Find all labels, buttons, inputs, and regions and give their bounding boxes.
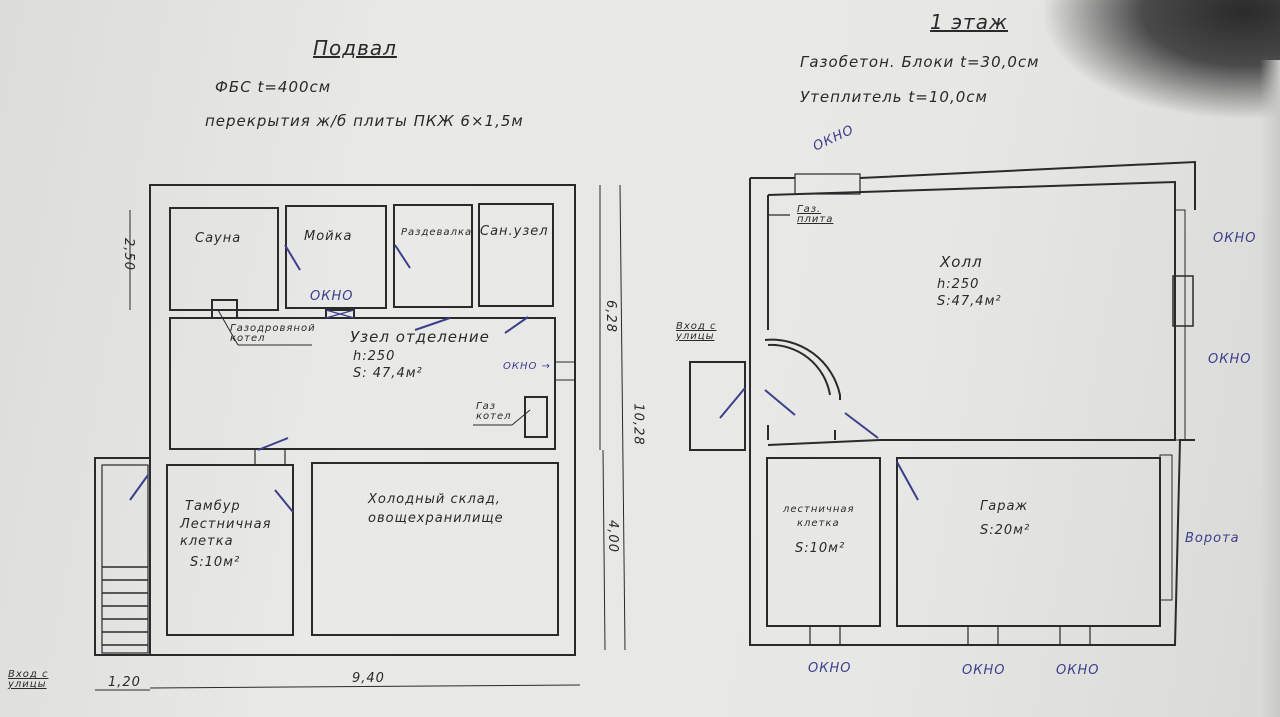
basement-slab-spec: перекрытия ж/б плиты ПКЖ 6×1,5м xyxy=(205,112,524,130)
first-floor-plan xyxy=(689,160,1196,646)
bathroom-room xyxy=(478,203,554,307)
label-hall: Холл xyxy=(940,253,983,271)
entrance-stair-enclosure xyxy=(94,457,151,656)
window-label: ОКНО xyxy=(1056,663,1100,678)
wood-boiler xyxy=(211,299,238,319)
label-storage-2: овощехранилище xyxy=(368,511,504,526)
north-window xyxy=(794,173,861,195)
label-washroom: Мойка xyxy=(304,229,353,244)
dimension-lines xyxy=(95,184,626,691)
hall-height: h:250 xyxy=(937,277,980,292)
garage-gate xyxy=(1159,454,1173,601)
basement-wall-spec: ФБС t=400см xyxy=(215,78,332,96)
label-vestibule-3: клетка xyxy=(180,534,234,549)
ff-insulation-spec: Утеплитель t=10,0см xyxy=(800,88,988,106)
ff-entrance-label: Вход с улицы xyxy=(676,321,717,342)
label-stairwell: лестничная xyxy=(783,504,855,515)
washroom-room xyxy=(285,205,387,309)
east-window xyxy=(1174,209,1186,441)
paper-edge xyxy=(1260,60,1280,717)
dim-628: 6,28 xyxy=(602,300,618,333)
label-sauna: Сауна xyxy=(195,231,242,246)
entrance-porch xyxy=(689,361,746,451)
gate-label: Ворота xyxy=(1185,531,1240,546)
node-area: S: 47,4м² xyxy=(353,366,423,381)
garage-area: S:20м² xyxy=(980,523,1031,538)
node-room xyxy=(169,317,556,450)
dim-400: 4,00 xyxy=(604,520,620,553)
basement-title: Подвал xyxy=(313,36,397,60)
label-changing: Раздевалка xyxy=(401,227,473,238)
dim-250: 2,50 xyxy=(120,238,136,271)
dim-120: 1,20 xyxy=(108,675,141,690)
hall-area: S:47,4м² xyxy=(937,294,1002,309)
label-gas-stove: Газ. плита xyxy=(797,204,834,225)
window-label: ОКНО → xyxy=(503,361,551,372)
window-label: ОКНО xyxy=(310,289,354,304)
label-stairwell-2: клетка xyxy=(797,518,840,529)
dim-940: 9,40 xyxy=(352,671,385,686)
window-label: ОКНО xyxy=(962,663,1006,678)
vestibule-area: S:10м² xyxy=(190,555,241,570)
window-label: ОКНО xyxy=(1213,231,1257,246)
changing-room xyxy=(393,204,473,308)
node-height: h:250 xyxy=(353,349,396,364)
label-node-room: Узел отделение xyxy=(350,328,490,346)
basement-entrance-label: Вход с улицы xyxy=(8,669,49,690)
gas-boiler xyxy=(524,396,548,438)
vestibule-room xyxy=(166,464,294,636)
label-garage: Гараж xyxy=(980,499,1029,514)
sauna-room xyxy=(169,207,279,311)
basement-plan xyxy=(94,184,626,691)
ff-wall-spec: Газобетон. Блоки t=30,0см xyxy=(800,53,1040,71)
window-label: ОКНО xyxy=(1208,352,1252,367)
door-swings xyxy=(129,244,529,513)
ff-door-swings xyxy=(719,387,919,501)
leader-lines xyxy=(217,309,531,426)
label-vestibule: Тамбур xyxy=(185,499,241,514)
arch xyxy=(764,338,841,400)
stairwell-area: S:10м² xyxy=(795,541,846,556)
garage-room xyxy=(896,457,1161,627)
storage-room xyxy=(311,462,559,636)
first-floor-title: 1 этаж xyxy=(930,10,1008,34)
stairs xyxy=(102,566,148,646)
label-wood-boiler: Газодровяной котел xyxy=(230,323,316,344)
label-storage: Холодный склад, xyxy=(368,492,501,507)
label-vestibule-2: Лестничная xyxy=(180,517,272,532)
dim-1028: 10,28 xyxy=(630,403,646,446)
basement-window-inner xyxy=(325,309,355,319)
first-floor-outer-wall xyxy=(749,160,1196,646)
background-object xyxy=(1040,0,1280,120)
label-bathroom: Сан.узел xyxy=(480,224,549,239)
label-gas-boiler: Газ котел xyxy=(476,401,512,422)
basement-outer-wall xyxy=(149,184,576,656)
window-label: ОКНО xyxy=(808,661,852,676)
